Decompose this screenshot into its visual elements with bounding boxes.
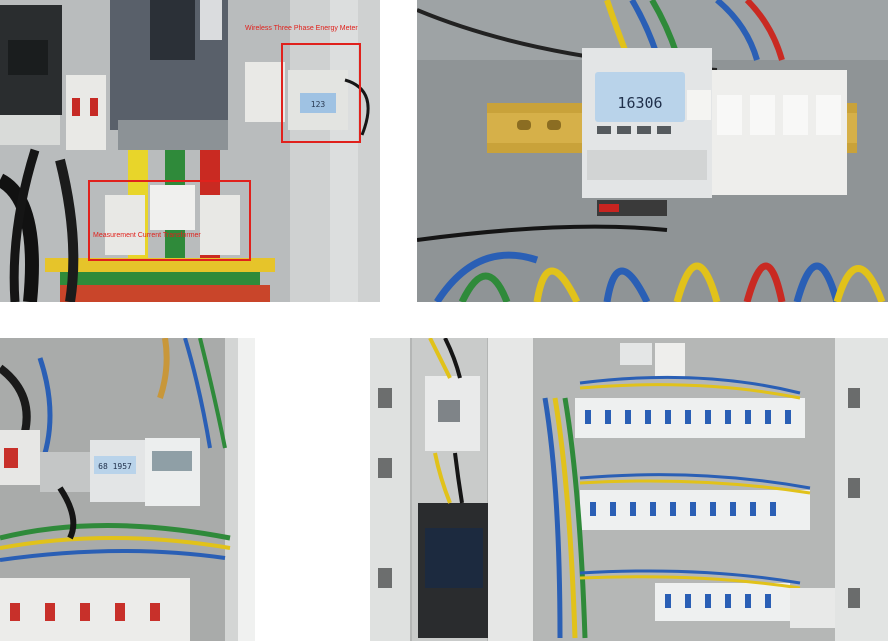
distribution-box-photo: 68 1957 [0, 338, 255, 641]
photo-open-cabinet [370, 338, 888, 641]
open-cabinet-photo [370, 338, 888, 641]
meter-lcd-value-2: 68 1957 [98, 462, 132, 471]
cabinet-photo-1: 123 [0, 0, 380, 302]
photo-meter-closeup: 16306 [417, 0, 888, 302]
annotation-meter-label: Wireless Three Phase Energy Meter [245, 25, 358, 32]
photo-distribution-box: 68 1957 [0, 338, 255, 641]
meter-lcd-value: 16306 [617, 94, 662, 112]
annotation-ct-label: Measurement Current Transformer [93, 232, 201, 239]
meter-closeup-photo: 16306 [417, 0, 888, 302]
photo-cabinet-annotated: 123 Wireless Three Phase Energy Meter Me… [0, 0, 380, 302]
svg-text:123: 123 [311, 100, 326, 109]
